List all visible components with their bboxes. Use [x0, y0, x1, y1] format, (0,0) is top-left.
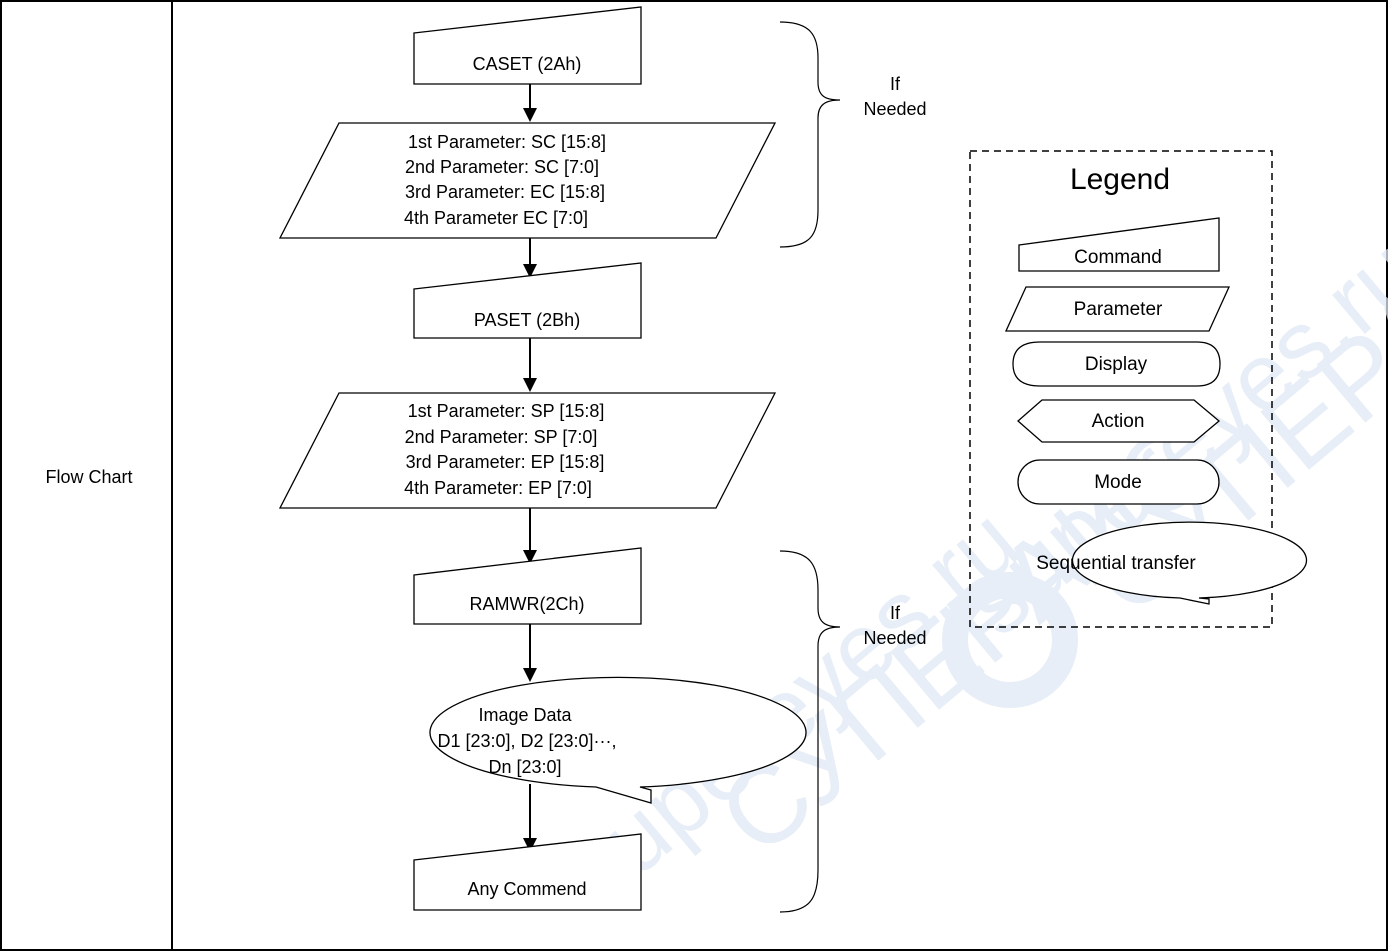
any-command-shape	[413, 833, 642, 911]
paset-param-line-3: 3rd Parameter: EP [15:8]	[406, 452, 605, 472]
legend-action-shape	[1017, 399, 1221, 443]
caset-param-line-4: 4th Parameter EC [7:0]	[404, 208, 588, 228]
brace-2-label-line-2: Needed	[863, 628, 926, 648]
image-data-sequential-transfer: Image Data D1 [23:0], D2 [23:0]···, Dn […	[429, 676, 807, 804]
caset-parameters: 1st Parameter: SC [15:8] 2nd Parameter: …	[278, 122, 777, 239]
arrowhead-5	[523, 668, 537, 682]
legend-item-sequential-transfer: Sequential transfer	[1036, 521, 1308, 605]
legend-item-action: Action	[1017, 399, 1221, 443]
legend-sequential-transfer-label: Sequential transfer	[1036, 553, 1196, 574]
flow-connectors	[523, 84, 537, 852]
legend-parameter-label: Parameter	[1074, 299, 1163, 320]
ramwr-command-shape	[413, 547, 642, 625]
brace-2-label-line-1: If	[890, 603, 901, 623]
row-label: Flow Chart	[45, 467, 132, 487]
legend-command-label: Command	[1074, 247, 1162, 268]
any-command-label: Any Commend	[467, 879, 586, 899]
paset-command: PASET (2Bh)	[413, 262, 642, 339]
legend-command-shape	[1018, 217, 1220, 272]
caset-param-line-2: 2nd Parameter: SC [7:0]	[405, 157, 599, 177]
any-command: Any Commend	[413, 833, 642, 911]
paset-parameters-shape	[278, 392, 777, 509]
legend-display-label: Display	[1085, 354, 1148, 375]
image-data-line-1: Image Data	[478, 705, 572, 725]
image-data-shape	[429, 676, 807, 804]
legend-sequential-transfer-shape	[1071, 521, 1308, 605]
paset-param-line-1: 1st Parameter: SP [15:8]	[408, 401, 605, 421]
legend-mode-shape	[1017, 459, 1220, 505]
legend-parameter-shape	[1004, 286, 1231, 332]
legend-item-mode: Mode	[1017, 459, 1220, 505]
arrowhead-4	[523, 550, 537, 564]
caset-command-shape	[413, 6, 642, 85]
legend-title: Legend	[1070, 163, 1170, 196]
caset-param-line-3: 3rd Parameter: EC [15:8]	[405, 182, 605, 202]
caset-parameters-shape	[278, 122, 777, 239]
paset-param-line-4: 4th Parameter: EP [7:0]	[404, 478, 592, 498]
arrowhead-6	[523, 838, 537, 852]
if-needed-brace-2: If Needed	[779, 550, 927, 913]
arrowhead-2	[523, 264, 537, 278]
if-needed-brace-1: If Needed	[779, 21, 927, 248]
arrowhead-3	[523, 378, 537, 392]
legend: Legend Command Parameter Display Action …	[969, 150, 1308, 628]
brace-1-shape	[779, 21, 841, 248]
ramwr-command-label: RAMWR(2Ch)	[470, 594, 585, 614]
caset-param-line-1: 1st Parameter: SC [15:8]	[408, 132, 606, 152]
legend-mode-label: Mode	[1094, 472, 1142, 493]
legend-item-display: Display	[1012, 341, 1221, 387]
paset-parameters: 1st Parameter: SP [15:8] 2nd Parameter: …	[278, 392, 777, 509]
image-data-line-3: Dn [23:0]	[488, 757, 561, 777]
brace-1-label-line-2: Needed	[863, 99, 926, 119]
arrowhead-1	[523, 108, 537, 122]
brace-2-shape	[779, 550, 841, 913]
ramwr-command: RAMWR(2Ch)	[413, 547, 642, 625]
legend-item-parameter: Parameter	[1004, 286, 1231, 332]
legend-action-label: Action	[1092, 411, 1145, 432]
caset-command-label: CASET (2Ah)	[473, 54, 582, 74]
brace-1-label-line-1: If	[890, 74, 901, 94]
image-data-line-2: D1 [23:0], D2 [23:0]···,	[437, 731, 616, 751]
paset-param-line-2: 2nd Parameter: SP [7:0]	[405, 427, 598, 447]
legend-display-shape	[1012, 341, 1221, 387]
legend-frame	[969, 150, 1273, 628]
watermark-gear-icon	[942, 572, 1078, 708]
paset-command-shape	[413, 262, 642, 339]
legend-item-command: Command	[1018, 217, 1220, 272]
paset-command-label: PASET (2Bh)	[474, 310, 580, 330]
caset-command: CASET (2Ah)	[413, 6, 642, 85]
